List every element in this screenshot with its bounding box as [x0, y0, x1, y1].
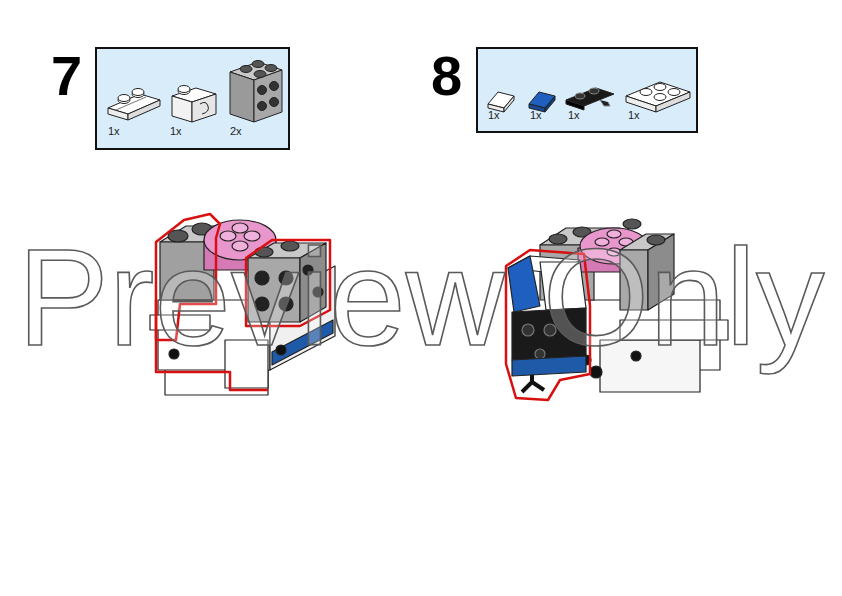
part-count: 1x [488, 109, 500, 121]
part-count: 1x [568, 109, 580, 121]
part-icons [488, 82, 690, 112]
parts-box-fill [96, 48, 289, 149]
step-number: 7 [51, 48, 82, 104]
parts-box-fill [477, 48, 697, 132]
part-count: 1x [530, 109, 542, 121]
part-count: 1x [628, 109, 640, 121]
part-count: 2x [230, 125, 242, 137]
parts-box: 81x1x1x1x [476, 47, 698, 133]
step-number: 8 [431, 48, 462, 104]
part-icons [108, 61, 282, 123]
part-count: 1x [170, 125, 182, 137]
part-count: 1x [108, 125, 120, 137]
parts-box: 71x1x2x [95, 47, 290, 150]
watermark: Preview Only [17, 229, 824, 366]
